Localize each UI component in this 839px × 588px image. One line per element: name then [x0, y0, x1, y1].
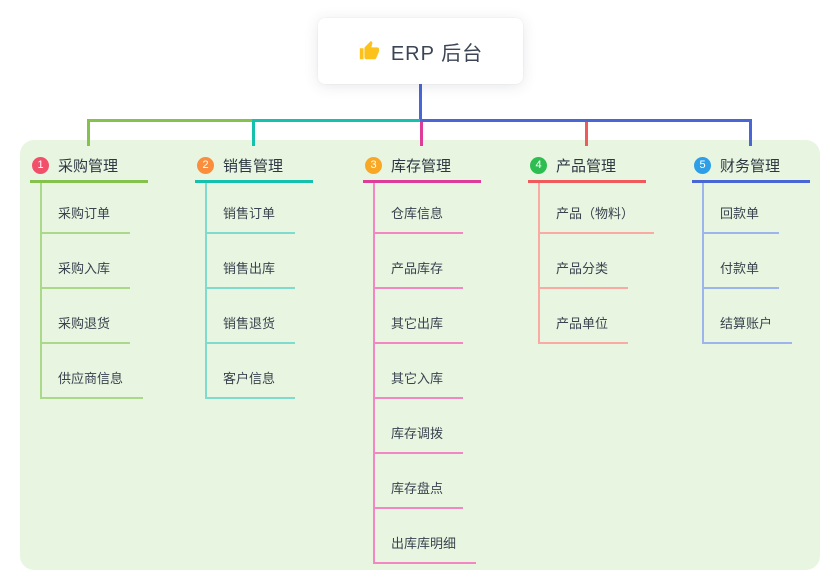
sub-item-5-2[interactable]: 付款单	[702, 260, 780, 289]
sub-item-3-2[interactable]: 产品库存	[373, 260, 464, 289]
sub-item-3-3[interactable]: 其它出库	[373, 315, 464, 344]
connector-drop-branch-4	[585, 119, 588, 146]
sub-item-2-4[interactable]: 客户信息	[205, 370, 296, 399]
sub-item-3-5[interactable]: 库存调拨	[373, 425, 464, 454]
branch-title: 产品管理	[556, 157, 617, 175]
connector-bus-segment-3	[420, 119, 752, 122]
thumbs-up-icon	[359, 40, 379, 60]
sub-item-3-4[interactable]: 其它入库	[373, 370, 464, 399]
branch-number-badge: 3	[365, 156, 382, 174]
connector-drop-branch-2	[252, 119, 255, 146]
branch-number-badge: 1	[32, 156, 49, 174]
sub-item-3-6[interactable]: 库存盘点	[373, 480, 464, 509]
sub-item-1-4[interactable]: 供应商信息	[40, 370, 144, 399]
branch-subtree-line	[373, 183, 375, 564]
connector-drop-branch-5	[749, 119, 752, 146]
sub-item-2-2[interactable]: 销售出库	[205, 260, 296, 289]
sub-item-1-1[interactable]: 采购订单	[40, 205, 131, 234]
branch-header-4[interactable]: 4 产品管理	[528, 150, 646, 183]
sub-item-3-7[interactable]: 出库库明细	[373, 535, 477, 564]
branch-header-1[interactable]: 1 采购管理	[30, 150, 148, 183]
connector-bus-segment-2	[252, 119, 420, 122]
branch-number-badge: 5	[694, 156, 711, 174]
branch-title: 库存管理	[391, 157, 452, 175]
sub-item-5-3[interactable]: 结算账户	[702, 315, 793, 344]
connector-drop-branch-1	[87, 119, 90, 146]
branch-title: 销售管理	[223, 157, 284, 175]
branch-title: 采购管理	[58, 157, 119, 175]
sub-item-1-2[interactable]: 采购入库	[40, 260, 131, 289]
branch-subtree-line	[702, 183, 704, 344]
branch-header-2[interactable]: 2 销售管理	[195, 150, 313, 183]
branch-subtree-line	[538, 183, 540, 344]
branch-subtree-line	[205, 183, 207, 399]
root-node-erp[interactable]: ERP 后台	[318, 18, 523, 84]
root-node-label: ERP 后台	[390, 42, 484, 65]
branches-background-panel	[20, 140, 820, 570]
branch-number-badge: 4	[530, 156, 547, 174]
branch-header-3[interactable]: 3 库存管理	[363, 150, 481, 183]
connector-bus-segment-1	[87, 119, 252, 122]
branch-title: 财务管理	[720, 157, 781, 175]
sub-item-1-3[interactable]: 采购退货	[40, 315, 131, 344]
connector-drop-branch-3	[420, 119, 423, 146]
sub-item-2-3[interactable]: 销售退货	[205, 315, 296, 344]
connector-trunk	[419, 84, 422, 122]
sub-item-3-1[interactable]: 仓库信息	[373, 205, 464, 234]
branch-number-badge: 2	[197, 156, 214, 174]
sub-item-4-1[interactable]: 产品（物料）	[538, 205, 655, 234]
sub-item-4-3[interactable]: 产品单位	[538, 315, 629, 344]
sub-item-4-2[interactable]: 产品分类	[538, 260, 629, 289]
sub-item-5-1[interactable]: 回款单	[702, 205, 780, 234]
sub-item-2-1[interactable]: 销售订单	[205, 205, 296, 234]
branch-subtree-line	[40, 183, 42, 399]
branch-header-5[interactable]: 5 财务管理	[692, 150, 810, 183]
